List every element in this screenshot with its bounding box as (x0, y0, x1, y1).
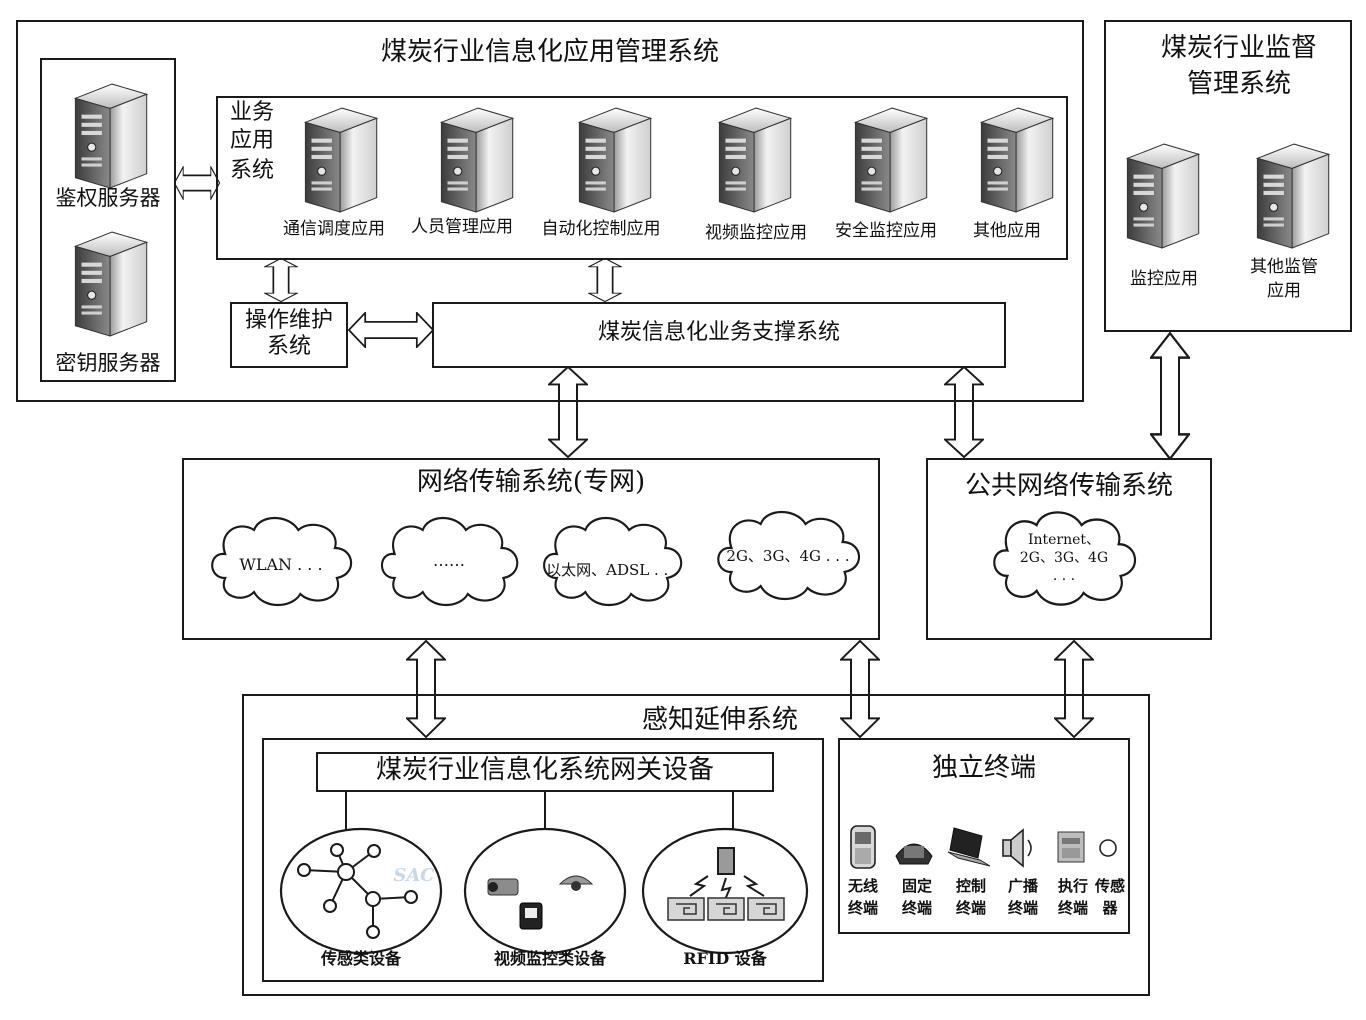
rfid-devices-label: RFID 设备 (683, 949, 767, 968)
server-group-frame (40, 58, 176, 382)
terminal-actuator-line1: 执行 (1057, 877, 1088, 895)
key-server-label: 密钥服务器 (55, 351, 161, 375)
supervision-frame (1104, 20, 1352, 332)
terminal-broadcast-line1: 广播 (1007, 877, 1038, 895)
mobile-phone-icon (850, 825, 876, 869)
device-group-frame (262, 738, 824, 982)
gateway-label: 煤炭行业信息化系统网关设备 (375, 755, 714, 785)
perception-title: 感知延伸系统 (641, 705, 798, 735)
rfid-reader-icon (689, 847, 765, 903)
video-devices-ellipse (463, 827, 627, 955)
private-net-title: 网络传输系统(专网) (416, 467, 646, 497)
public-cloud-line3: . . . (1052, 568, 1076, 584)
gateway-box (316, 752, 774, 792)
terminal-sensor-line2: 器 (1102, 899, 1118, 917)
terminal-fixed-line2: 终端 (901, 899, 932, 917)
sensor-devices-label: 传感类设备 (320, 949, 401, 968)
dvr-icon (519, 902, 543, 930)
ops-label-line1: 操作维护 (244, 308, 333, 333)
ops-system-box (230, 302, 348, 368)
terminal-control-line2: 终端 (955, 899, 986, 917)
app-label-safety: 安全监控应用 (835, 221, 937, 241)
cloud-label-wlan: WLAN . . . (239, 555, 323, 574)
rfid-tag-icon (667, 897, 785, 921)
terminal-fixed-line1: 固定 (901, 877, 932, 895)
terminal-control-line1: 控制 (955, 877, 986, 895)
app-label-dispatch: 通信调度应用 (283, 219, 385, 239)
app-label-video: 视频监控应用 (705, 223, 807, 243)
terminal-wireless-line1: 无线 (847, 877, 878, 895)
main-system-title: 煤炭行业信息化应用管理系统 (380, 37, 719, 67)
business-app-frame (216, 96, 1068, 260)
public-net-frame (926, 458, 1212, 640)
terminal-broadcast-line2: 终端 (1007, 899, 1038, 917)
other-supervision-line1: 其他监管 (1250, 257, 1318, 277)
app-label-automation: 自动化控制应用 (541, 219, 661, 239)
app-label-personnel: 人员管理应用 (411, 217, 513, 237)
sensor-network-icon (297, 843, 418, 939)
other-supervision-line2: 应用 (1267, 281, 1301, 301)
business-label-line1: 业务 (230, 100, 275, 125)
supervision-title-line1: 煤炭行业监督 (1160, 33, 1317, 63)
cloud-label-ethernet: 以太网、ADSL . . . (546, 561, 678, 579)
dome-camera-icon (558, 875, 594, 891)
speaker-icon (1002, 828, 1032, 868)
video-devices-label: 视频监控类设备 (493, 949, 606, 968)
independent-title: 独立终端 (931, 753, 1036, 783)
auth-server-label: 鉴权服务器 (55, 186, 161, 210)
cloud-label-ellipsis: …… (433, 551, 465, 570)
double-arrow-icon (1150, 332, 1190, 460)
app-label-other: 其他应用 (973, 221, 1041, 241)
support-system-box (432, 302, 1006, 368)
business-label-line2: 应用 (230, 128, 275, 153)
desk-phone-icon (895, 843, 933, 865)
perception-frame (242, 694, 1150, 996)
business-label-line3: 系统 (230, 158, 275, 183)
monitor-app-label: 监控应用 (1130, 269, 1198, 289)
ops-label-line2: 系统 (266, 334, 311, 359)
cloud-label-mobile: 2G、3G、4G . . . (726, 547, 850, 565)
private-net-frame (182, 458, 880, 640)
public-cloud-line1: Internet、 (1027, 532, 1101, 548)
supervision-title-line2: 管理系统 (1186, 69, 1291, 99)
sensor-devices-ellipse (279, 827, 443, 955)
support-system-label: 煤炭信息化业务支撑系统 (597, 320, 840, 345)
public-cloud-line2: 2G、3G、4G (1019, 550, 1109, 566)
camera-icon (487, 878, 519, 896)
terminal-wireless-line2: 终端 (847, 899, 878, 917)
public-net-title: 公共网络传输系统 (964, 471, 1173, 501)
main-system-frame (16, 20, 1084, 402)
sac-watermark: SAC (393, 865, 435, 886)
laptop-icon (947, 827, 991, 867)
terminal-sensor-line1: 传感 (1094, 877, 1125, 895)
independent-frame (838, 738, 1130, 934)
sensor-icon (1099, 839, 1117, 857)
terminal-actuator-line2: 终端 (1057, 899, 1088, 917)
rfid-devices-ellipse (641, 827, 809, 955)
actuator-icon (1057, 831, 1085, 863)
